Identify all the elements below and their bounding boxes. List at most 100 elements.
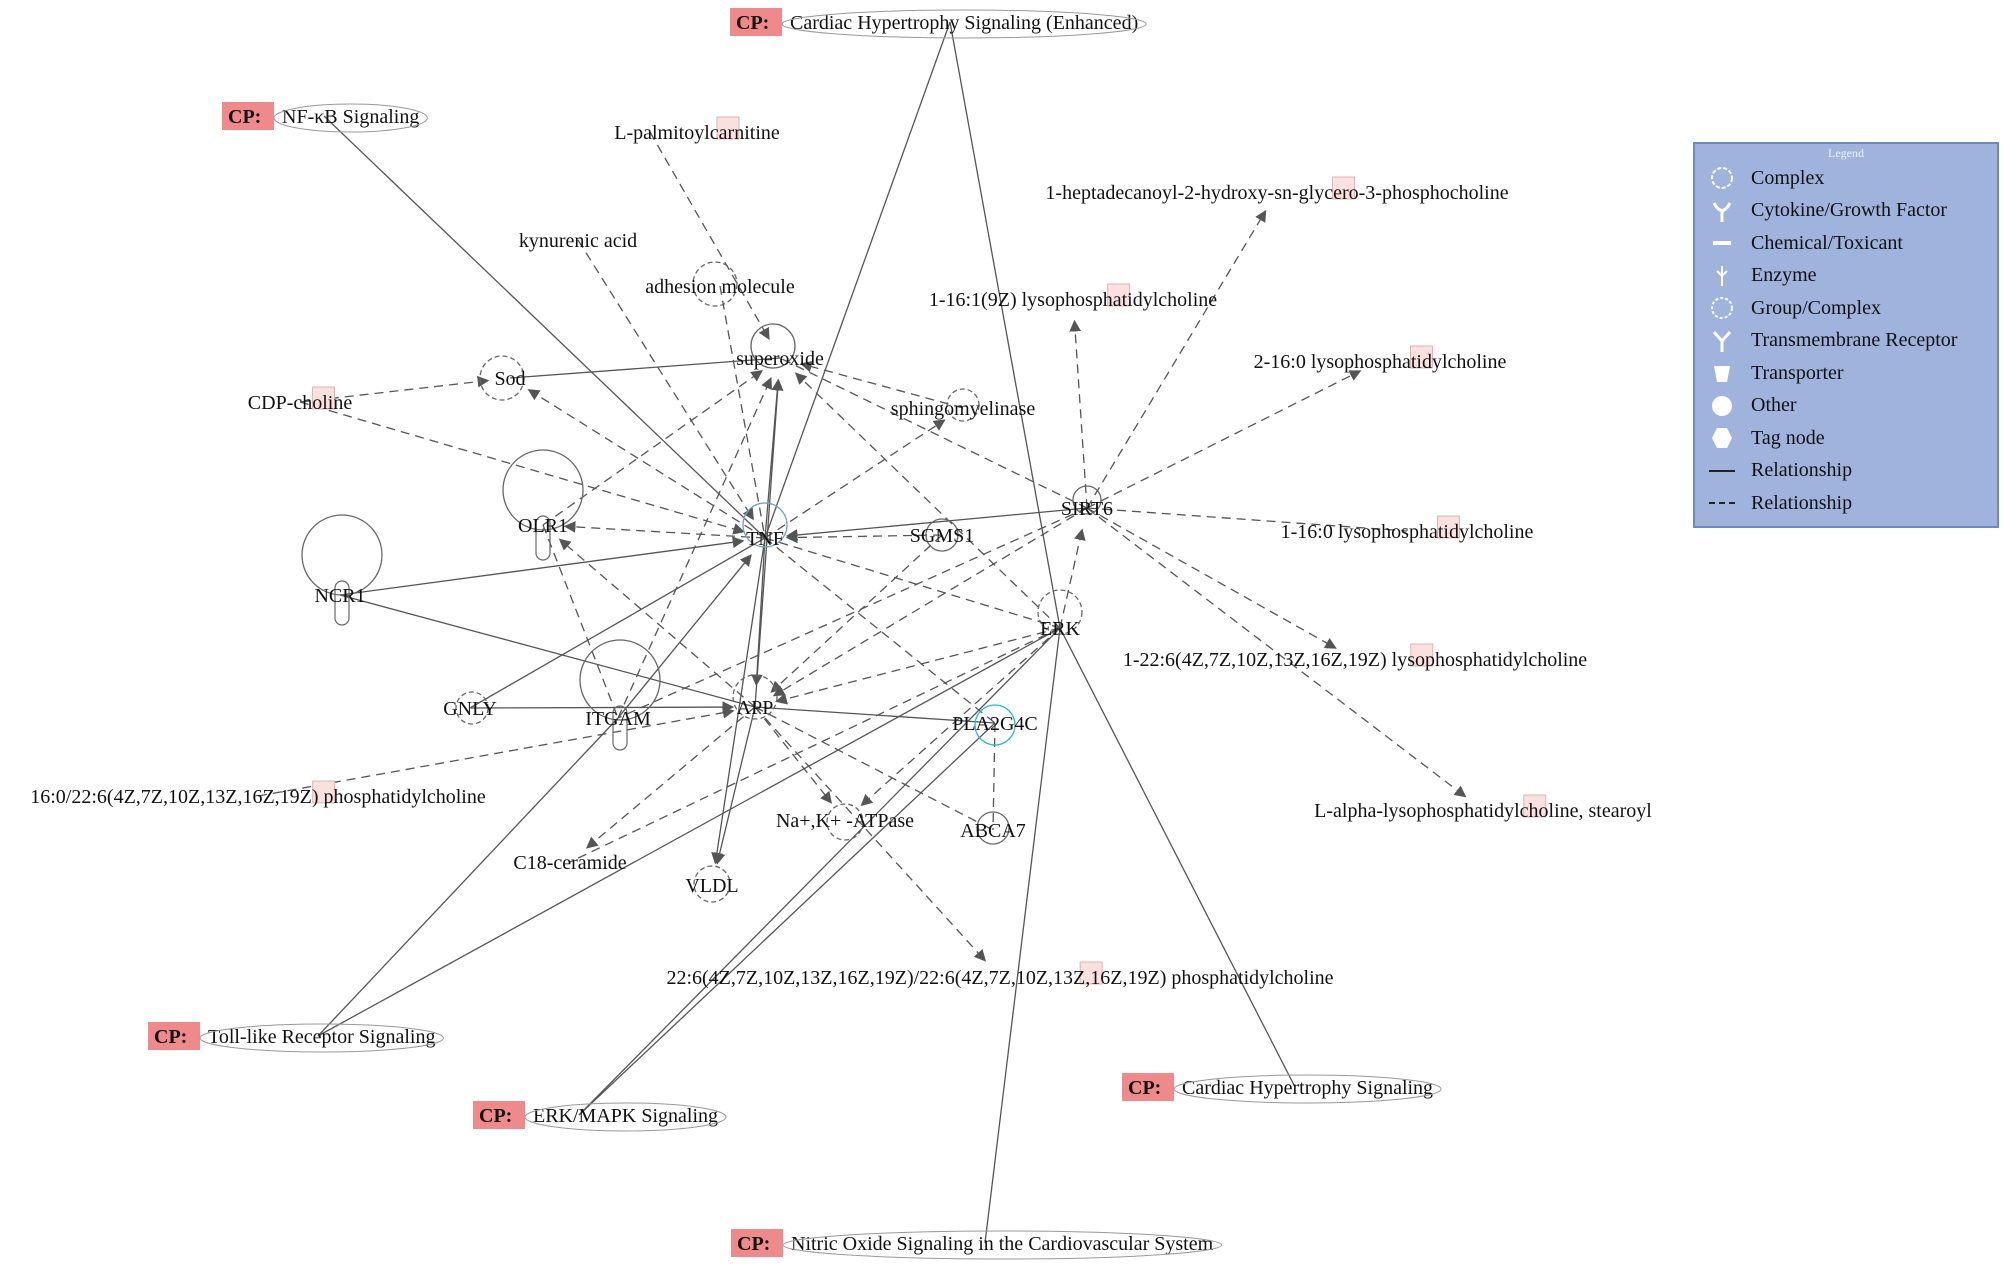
edge-app-sup bbox=[754, 378, 784, 708]
node-label-cdp[interactable]: CDP-choline bbox=[248, 392, 353, 414]
node-label-sirt6[interactable]: SIRT6 bbox=[1061, 498, 1113, 520]
legend-item: Complex bbox=[1695, 162, 1997, 195]
node-stem-olr1 bbox=[535, 515, 551, 561]
edge-cp6-erk bbox=[984, 627, 1061, 1244]
edge-sirt6-lpc161 bbox=[1069, 319, 1088, 509]
chemical-icon bbox=[1707, 230, 1737, 256]
node-label-adh[interactable]: adhesion molecule bbox=[645, 276, 795, 298]
node-shape-abca7 bbox=[976, 811, 1010, 845]
node-shape-itgam bbox=[579, 639, 661, 721]
edge-gnly-app bbox=[469, 701, 735, 713]
node-label-kyn[interactable]: kynurenic acid bbox=[519, 230, 637, 252]
pathway-tag-cp5[interactable]: CP:Cardiac Hypertrophy Signaling bbox=[1122, 1073, 1442, 1104]
cp-badge bbox=[730, 8, 782, 36]
legend-item-label: Complex bbox=[1751, 166, 1825, 189]
edge-tnf-erk bbox=[764, 537, 1061, 629]
edge-olr1-itgam bbox=[542, 524, 619, 719]
edge-sirt6-hep bbox=[1086, 209, 1267, 509]
edge-tnf-olr1 bbox=[563, 521, 766, 539]
node-label-sup[interactable]: superoxide bbox=[736, 348, 824, 370]
group-complex-icon bbox=[1707, 295, 1737, 321]
node-label-vldl[interactable]: VLDL bbox=[685, 875, 738, 897]
highlight-box-pc2 bbox=[1079, 961, 1103, 985]
edge-app-pc2 bbox=[754, 706, 987, 962]
highlight-box-cdp bbox=[312, 386, 336, 410]
node-label-tnf[interactable]: TNF bbox=[746, 528, 784, 550]
edge-cp1-erk bbox=[949, 21, 1061, 629]
edge-sirt6-lpc1160 bbox=[1086, 507, 1408, 532]
node-label-itgam[interactable]: ITGAM bbox=[585, 708, 651, 730]
legend-item: Tag node bbox=[1695, 422, 1997, 455]
node-label-c18[interactable]: C18-ceramide bbox=[513, 852, 626, 874]
node-label-sod[interactable]: Sod bbox=[494, 368, 525, 390]
node-shape-pla bbox=[974, 704, 1016, 746]
node-label-lalpha[interactable]: L-alpha-lysophosphatidylcholine, stearoy… bbox=[1314, 800, 1652, 822]
node-label-lpc226[interactable]: 1-22:6(4Z,7Z,10Z,13Z,16Z,19Z) lysophosph… bbox=[1123, 649, 1587, 671]
pathway-label: ERK/MAPK Signaling bbox=[533, 1105, 718, 1127]
node-label-nak[interactable]: Na+,K+ -ATPase bbox=[776, 810, 914, 832]
edge-erk-sup bbox=[794, 372, 1061, 629]
cp-badge bbox=[731, 1229, 783, 1257]
dashed-line-icon bbox=[1707, 490, 1737, 516]
edge-sgms1-app bbox=[770, 534, 943, 693]
node-label-erk[interactable]: ERK bbox=[1040, 618, 1081, 640]
node-stem-itgam bbox=[612, 705, 628, 751]
cytokine-icon bbox=[1707, 198, 1737, 224]
node-label-abca7[interactable]: ABCA7 bbox=[960, 820, 1026, 842]
node-label-lpc2160[interactable]: 2-16:0 lysophosphatidylcholine bbox=[1254, 351, 1507, 373]
pathway-tag-cp4[interactable]: CP:ERK/MAPK Signaling bbox=[473, 1101, 727, 1132]
node-label-gnly[interactable]: GNLY bbox=[443, 698, 497, 720]
solid-line-icon bbox=[1707, 458, 1737, 484]
edge-tnf-pla bbox=[764, 537, 996, 724]
pathway-tag-cp2[interactable]: CP: NF-κB Signaling bbox=[222, 102, 428, 133]
node-label-olr1[interactable]: OLR1 bbox=[518, 515, 568, 537]
node-label-ncr1[interactable]: NCR1 bbox=[314, 585, 365, 607]
node-shape-sirt6 bbox=[1072, 485, 1102, 515]
node-shape-nak bbox=[826, 803, 864, 841]
highlight-box-lalpha bbox=[1523, 794, 1547, 818]
edge-lpc-sup bbox=[649, 131, 770, 340]
node-label-pc2[interactable]: 22:6(4Z,7Z,10Z,13Z,16Z,19Z)/22:6(4Z,7Z,1… bbox=[666, 967, 1333, 989]
highlight-box-lpc bbox=[716, 116, 740, 140]
edge-sirt6-lalpha bbox=[1086, 507, 1467, 798]
edge-pla-abca7 bbox=[992, 722, 996, 831]
node-label-lpc[interactable]: L-palmitoylcarnitine bbox=[614, 122, 780, 144]
legend-item: Transporter bbox=[1695, 357, 1997, 390]
pathway-label: NF-κB Signaling bbox=[282, 106, 419, 128]
node-label-sgms1[interactable]: SGMS1 bbox=[910, 525, 974, 547]
node-label-hep[interactable]: 1-heptadecanoyl-2-hydroxy-sn-glycero-3-p… bbox=[1045, 182, 1508, 204]
cp-badge bbox=[473, 1101, 525, 1129]
edge-smase-sup bbox=[800, 360, 964, 409]
pathway-outline bbox=[781, 9, 1147, 39]
node-label-pla[interactable]: PLA2G4C bbox=[952, 713, 1038, 735]
edge-cp3-itgam bbox=[317, 717, 619, 1037]
node-shape-layer bbox=[301, 261, 1102, 903]
cp-badge-label: CP: bbox=[1128, 1077, 1161, 1099]
cp-badge-label: CP: bbox=[228, 106, 261, 128]
node-label-lpc161[interactable]: 1-16:1(9Z) lysophosphatidylcholine bbox=[929, 289, 1217, 311]
cp-badge-label: CP: bbox=[737, 1233, 770, 1255]
node-label-pc1[interactable]: 16:0/22:6(4Z,7Z,10Z,13Z,16Z,19Z) phospha… bbox=[30, 786, 486, 808]
node-label-smase[interactable]: sphingomyelinase bbox=[891, 398, 1036, 420]
edge-cp1-tnf bbox=[764, 21, 951, 539]
node-shape-adh bbox=[692, 261, 738, 307]
edge-sirt6-tnf bbox=[785, 507, 1088, 541]
legend-item-label: Other bbox=[1751, 394, 1797, 417]
edge-sirt6-sup bbox=[779, 357, 1088, 509]
node-label-app[interactable]: APP bbox=[737, 697, 774, 719]
node-shape-tnf bbox=[742, 502, 788, 548]
pathway-tag-cp3[interactable]: CP:Toll-like Receptor Signaling bbox=[148, 1022, 444, 1053]
edge-cp2-tnf bbox=[323, 115, 766, 539]
pathway-tag-cp6[interactable]: CP:Nitric Oxide Signaling in the Cardiov… bbox=[731, 1229, 1223, 1260]
pathway-outline bbox=[782, 1230, 1223, 1260]
legend-item-label: Group/Complex bbox=[1751, 296, 1881, 319]
edge-sod-sup bbox=[509, 357, 781, 379]
highlight-box-lpc226 bbox=[1410, 643, 1434, 667]
node-shape-app bbox=[732, 674, 778, 720]
pathway-tag-cp1[interactable]: CP:Cardiac Hypertrophy Signaling (Enhanc… bbox=[730, 8, 1147, 39]
legend-item: Relationship bbox=[1695, 487, 1997, 520]
node-label-lpc1160[interactable]: 1-16:0 lysophosphatidylcholine bbox=[1281, 521, 1534, 543]
edge-ncr1-tnf bbox=[339, 536, 745, 596]
